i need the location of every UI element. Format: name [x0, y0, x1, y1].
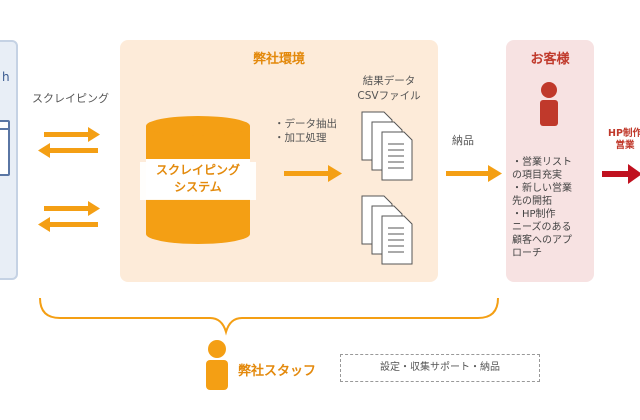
our-environment-title: 弊社環境	[252, 52, 305, 67]
hp-sales-line1: HP制作	[608, 128, 640, 139]
delivery-arrow-icon	[446, 165, 502, 182]
database-label-band	[140, 162, 256, 200]
process-arrow-icon	[284, 165, 342, 182]
process-line2: ・加工処理	[274, 132, 327, 144]
source-system-glyph: h	[2, 70, 10, 84]
hp-sales-line2: 営業	[615, 140, 635, 151]
customer-benefit-line: ローチ	[512, 248, 542, 259]
customer-benefit-line: 顧客へのアプ	[512, 235, 572, 246]
hp-sales-label: HP制作 営業	[600, 128, 640, 152]
delivery-label: 納品	[452, 134, 474, 147]
group-brace	[39, 297, 499, 336]
customer-benefit-line: 先の開拓	[512, 196, 552, 207]
customer-benefit-line: ・営業リスト	[512, 157, 572, 168]
database-cylinder-top	[146, 116, 250, 136]
process-line1: ・データ抽出	[274, 118, 337, 130]
result-line1: 結果データ	[362, 75, 416, 87]
customer-title: お客様	[530, 52, 570, 67]
staff-label: 弊社スタッフ	[238, 364, 317, 379]
bidirectional-arrow-icon	[38, 127, 100, 158]
customer-benefit-line: ・HP制作	[512, 209, 556, 220]
csv-file-stack-icon	[361, 111, 413, 181]
scraping-label: スクレイピング	[32, 92, 109, 105]
customer-benefit-line: ・新しい営業	[512, 183, 572, 194]
customer-benefit-line: ニーズのある	[512, 222, 572, 233]
scraping-system-label: スクレイピング システム	[140, 162, 256, 200]
browser-window-icon	[0, 120, 10, 176]
result-line2: CSVファイル	[357, 90, 421, 102]
hp-sales-arrow-icon	[602, 164, 640, 184]
customer-benefit-line: の項目充実	[512, 170, 562, 181]
result-data-label: 結果データ CSVファイル	[344, 74, 434, 104]
customer-benefit-list: ・営業リスト の項目充実 ・新しい営業 先の開拓 ・HP制作 ニーズのある 顧客…	[512, 156, 592, 260]
customer-person-icon	[540, 82, 558, 126]
scraping-system-line1: スクレイピング	[155, 163, 240, 177]
bidirectional-arrow-icon	[38, 201, 100, 232]
csv-file-stack-icon	[361, 195, 413, 265]
support-box: 設定・収集サポート・納品	[340, 354, 540, 382]
customer-box	[506, 40, 594, 282]
staff-person-icon	[206, 340, 228, 390]
process-label: ・データ抽出 ・加工処理	[274, 117, 337, 145]
scraping-system-line2: システム	[174, 180, 222, 194]
